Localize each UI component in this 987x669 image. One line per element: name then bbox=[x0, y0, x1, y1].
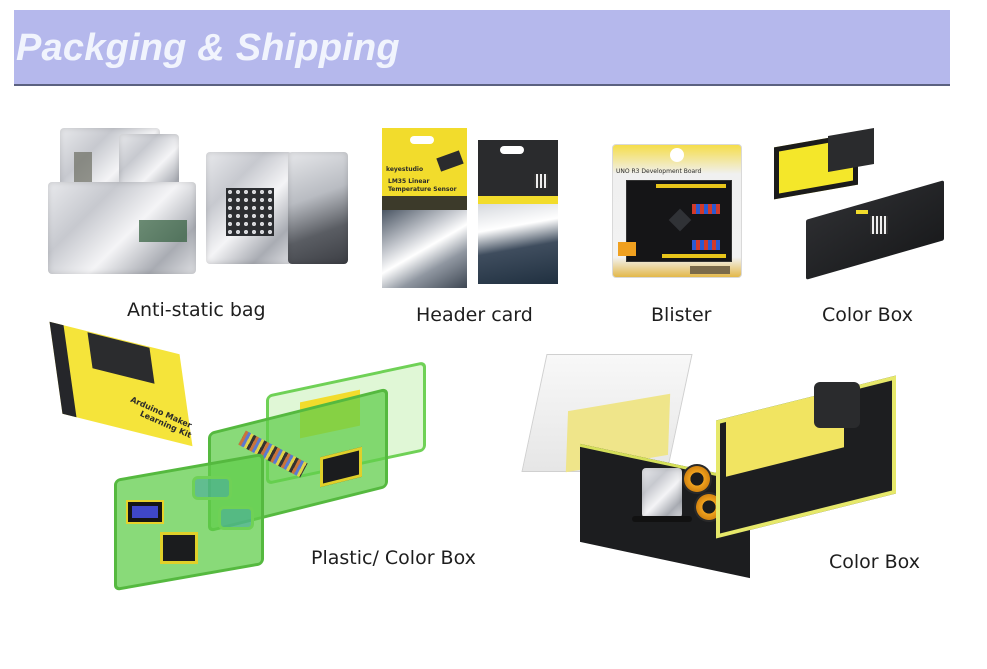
caption-plastic-color-box: Plastic/ Color Box bbox=[311, 547, 476, 569]
caption-color-box-small: Color Box bbox=[822, 304, 913, 326]
caption-header-card: Header card bbox=[416, 304, 533, 326]
pin-header bbox=[656, 184, 726, 188]
wheel bbox=[682, 464, 712, 494]
module-compartment bbox=[192, 476, 232, 500]
hang-hole bbox=[670, 148, 684, 162]
card-stripe bbox=[382, 196, 467, 210]
product-color-box-large bbox=[514, 342, 900, 592]
product-header-card: keyestudio LM35 Linear Temperature Senso… bbox=[380, 128, 560, 288]
product-blister: UNO R3 Development Board bbox=[612, 144, 742, 280]
bag-image bbox=[382, 210, 467, 288]
section-title: Packging & Shipping bbox=[16, 27, 400, 69]
blister-subtitle: UNO R3 Development Board bbox=[616, 168, 702, 175]
product-plastic-color-box: Arduino Maker Learning Kit bbox=[42, 321, 462, 600]
card-product-name: LM35 Linear bbox=[388, 178, 430, 185]
product-anti-static-bag bbox=[44, 122, 354, 282]
pin-header bbox=[662, 254, 726, 258]
box-label bbox=[856, 210, 868, 214]
hang-hole bbox=[500, 146, 524, 154]
hang-hole bbox=[410, 136, 434, 144]
parts-bag bbox=[642, 468, 682, 518]
led-matrix-module bbox=[226, 188, 274, 236]
sensor-module bbox=[160, 532, 198, 564]
bag-image bbox=[288, 152, 348, 264]
lcd-module bbox=[126, 500, 164, 524]
caption-anti-static-bag: Anti-static bag bbox=[127, 299, 266, 321]
robot-car-image bbox=[814, 382, 860, 428]
card-product-name: Temperature Sensor bbox=[388, 186, 457, 193]
hang-tab bbox=[828, 127, 874, 173]
card-brand: keyestudio bbox=[386, 166, 424, 173]
pin-header bbox=[692, 204, 720, 214]
qr-code bbox=[534, 174, 548, 188]
card-stripe bbox=[478, 196, 558, 204]
pin-header bbox=[692, 240, 720, 250]
caption-color-box-large: Color Box bbox=[829, 551, 920, 573]
product-color-box-small bbox=[766, 126, 948, 286]
section-banner: Packging & Shipping bbox=[14, 10, 950, 86]
bag-image bbox=[478, 204, 558, 284]
module-compartment bbox=[218, 506, 254, 530]
power-jack bbox=[618, 242, 636, 256]
warranty-sticker bbox=[690, 266, 730, 274]
usb-cable bbox=[632, 516, 692, 522]
qr-code bbox=[870, 216, 888, 234]
pcb-image bbox=[139, 220, 187, 242]
caption-blister: Blister bbox=[651, 304, 712, 326]
